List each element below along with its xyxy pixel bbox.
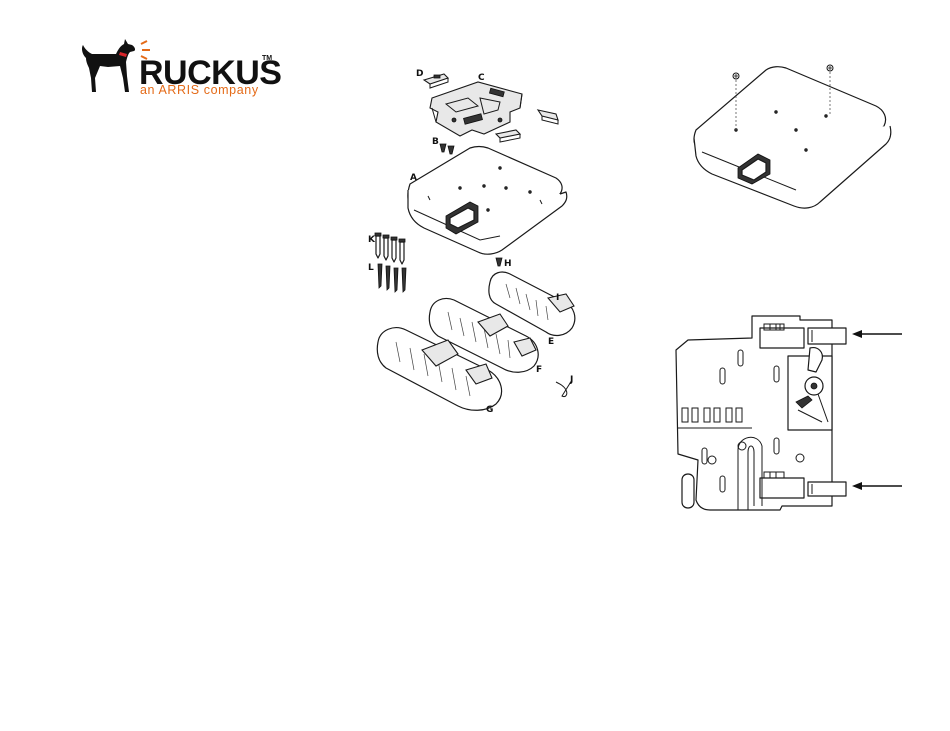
label-f: F — [536, 365, 542, 375]
part-l-screws — [378, 264, 406, 292]
label-h: H — [504, 259, 512, 269]
label-b: B — [432, 137, 439, 147]
label-l: L — [368, 263, 374, 273]
access-point-underside-diagram — [686, 60, 896, 210]
logo-trademark: TM — [262, 55, 272, 62]
part-b-screws — [440, 144, 454, 154]
label-c: C — [478, 73, 485, 83]
logo-tagline: an ARRIS company — [140, 84, 259, 97]
part-d-clip — [424, 74, 448, 88]
label-g: G — [486, 405, 493, 415]
ruckus-logo: RUCKUS TM an ARRIS company — [80, 36, 280, 98]
logo-tagline-text: an ARRIS company — [140, 83, 259, 97]
exploded-parts-diagram: D C B A K L H I E F J G — [360, 60, 600, 420]
arrow-upper — [852, 330, 902, 338]
part-c-bracket — [430, 82, 522, 136]
lock-mechanism — [788, 348, 832, 430]
part-d-clip-2 — [538, 110, 558, 124]
label-a: A — [410, 173, 417, 183]
part-a-access-point — [408, 147, 567, 255]
label-j: J — [569, 375, 573, 385]
bracket-plate-diagram — [662, 310, 912, 520]
label-e: E — [548, 337, 554, 347]
part-k-anchors — [375, 233, 405, 264]
label-d: D — [416, 69, 423, 79]
dog-mascot-icon — [80, 36, 140, 98]
part-d-clip-3 — [496, 130, 520, 142]
label-k: K — [368, 235, 376, 245]
part-h-screw — [496, 258, 502, 266]
label-i: I — [556, 293, 559, 303]
arrow-lower — [852, 482, 902, 490]
